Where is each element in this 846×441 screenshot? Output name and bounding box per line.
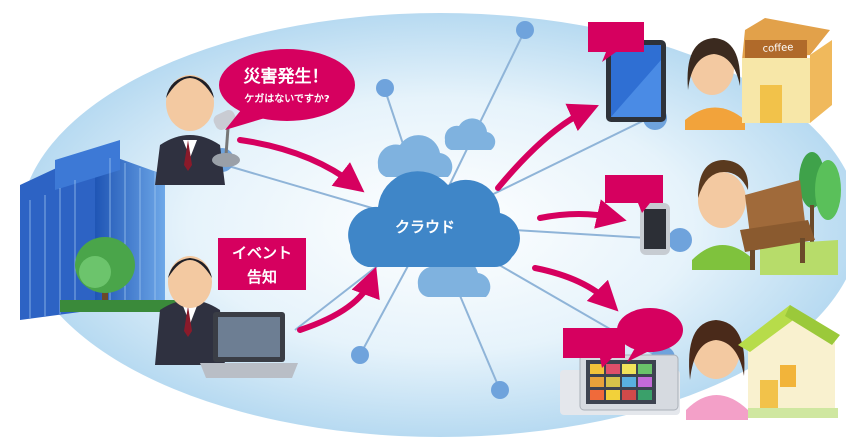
arrows xyxy=(237,103,627,333)
event-box-line2: 告知 xyxy=(246,268,277,286)
tree-icon xyxy=(75,237,135,305)
coffee-shop-icon xyxy=(742,18,832,123)
bench-icon xyxy=(740,180,838,275)
speech-bubble-title: 災害発生！ xyxy=(243,67,329,87)
event-box-line1: イベント xyxy=(231,244,292,262)
network-node xyxy=(376,79,394,97)
building-icon xyxy=(20,140,180,320)
speech-bubble-subtitle: ケガはないですか? xyxy=(244,94,330,105)
speech-bubble xyxy=(563,308,683,368)
network-node xyxy=(351,346,369,364)
tree-icon xyxy=(799,152,841,245)
speech-bubble xyxy=(605,175,663,213)
laptop-icon xyxy=(200,312,298,378)
cloud-main xyxy=(348,171,520,268)
speech-bubble xyxy=(219,49,355,130)
person-icon xyxy=(155,256,225,365)
smartphone-icon xyxy=(640,203,670,255)
house-icon xyxy=(738,305,840,418)
network-node xyxy=(491,381,509,399)
network-node xyxy=(668,228,692,252)
pos-terminal-icon xyxy=(560,354,680,415)
person-icon xyxy=(692,160,754,270)
person-icon xyxy=(686,320,748,420)
speech-bubble xyxy=(588,22,644,62)
network-node xyxy=(516,21,534,39)
person-icon xyxy=(685,38,745,130)
cloud-label: クラウド xyxy=(394,218,455,236)
event-box xyxy=(218,238,306,290)
person-icon xyxy=(155,75,225,185)
tablet-icon xyxy=(606,40,666,122)
